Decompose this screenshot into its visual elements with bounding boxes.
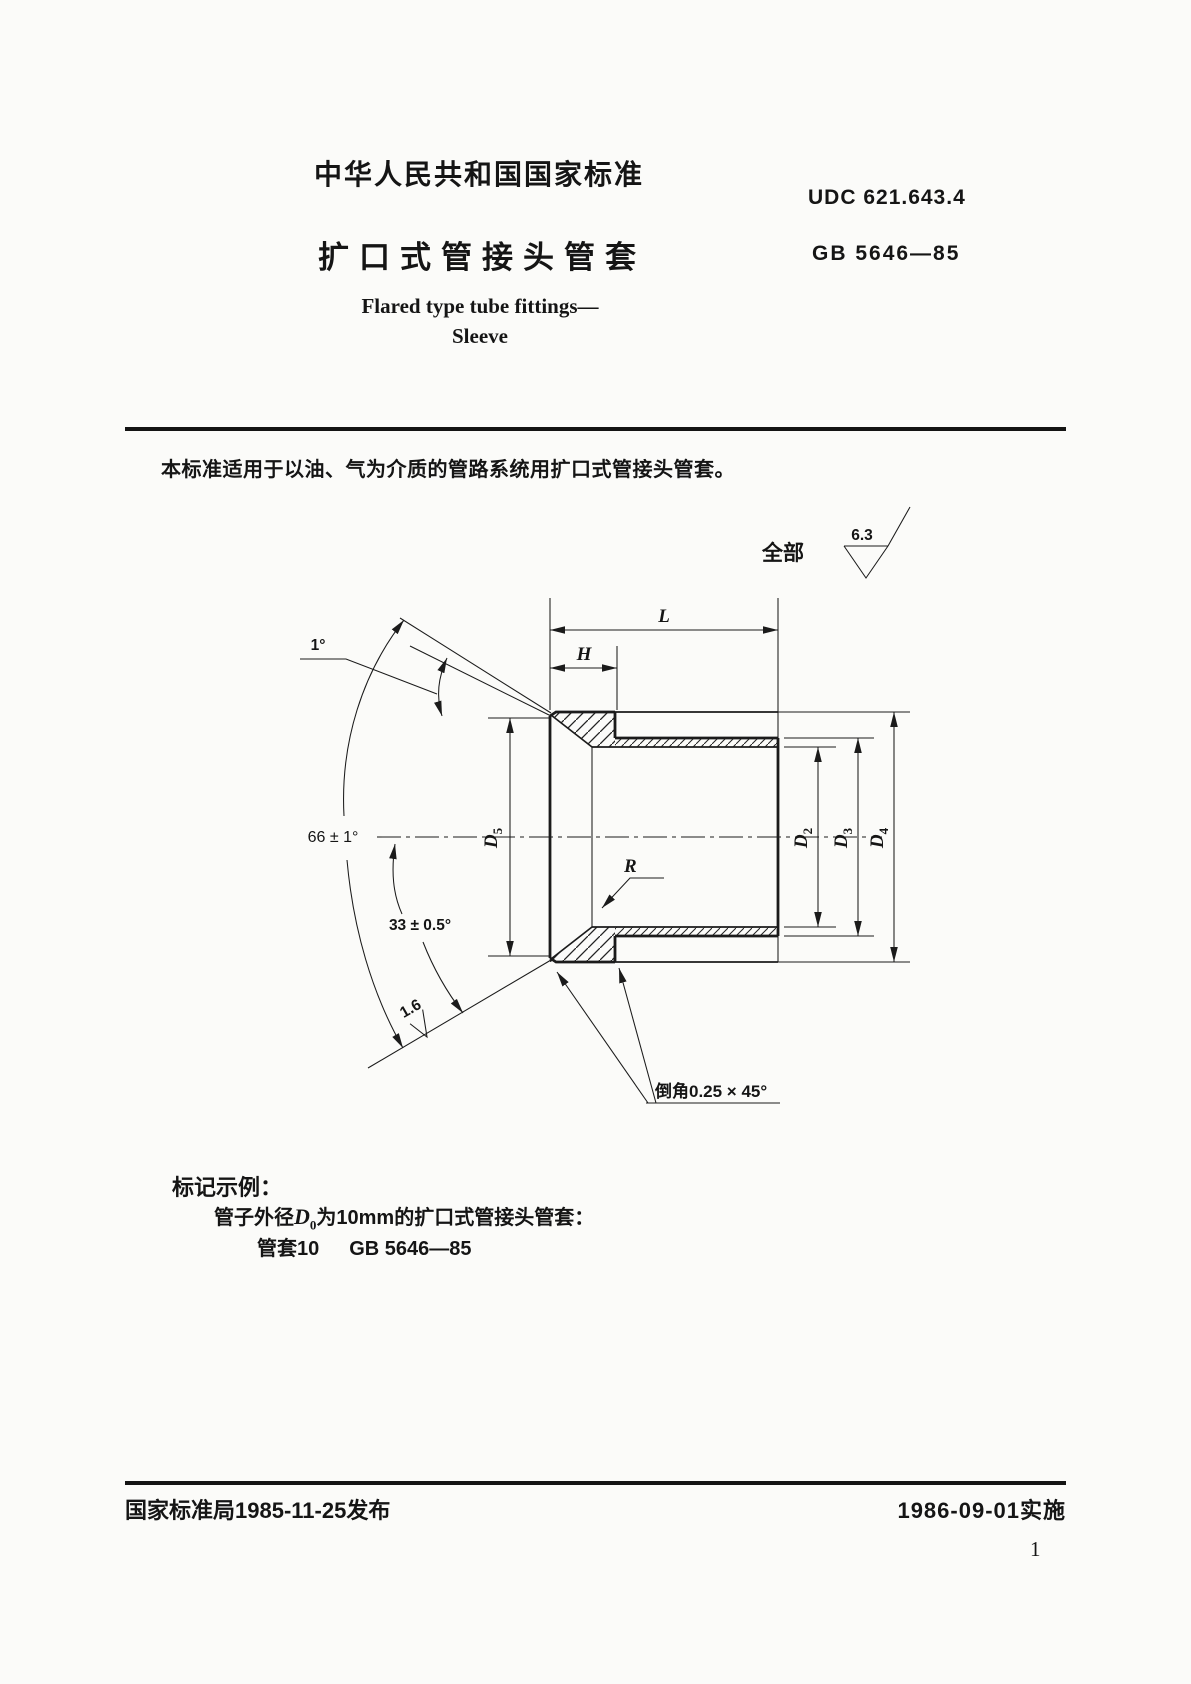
- dimension-D2: D2: [784, 746, 836, 928]
- radius-label: R: [623, 856, 637, 877]
- roughness-scope-label: 全部: [761, 541, 804, 565]
- dimension-D3: D3: [784, 737, 874, 937]
- sleeve-technical-drawing: L H D5 D2 D3 D4 1° 6: [300, 506, 911, 1104]
- dimension-label-H: H: [576, 644, 593, 665]
- marking-description-suffix: 为10mm的扩口式管接头管套：: [316, 1207, 595, 1229]
- page-title: 扩口式管接头管套: [318, 240, 646, 275]
- standard-number: GB 5646—85: [812, 242, 961, 265]
- designation-standard: GB 5646—85: [349, 1238, 472, 1260]
- seat-roughness-mark: 1.6: [397, 996, 428, 1039]
- marking-description-prefix: 管子外径: [214, 1207, 294, 1229]
- chamfer-note: 倒角0.25 × 45°: [556, 967, 780, 1104]
- dimension-label-D5: D5: [481, 827, 505, 849]
- dimension-H: H: [550, 644, 618, 710]
- roughness-value: 6.3: [851, 527, 873, 544]
- tube-outer-diameter-symbol: D0: [294, 1204, 317, 1233]
- dimension-D4: D4: [778, 711, 910, 963]
- cone-construction-lines: [367, 617, 552, 1069]
- dimension-label-L: L: [657, 606, 670, 627]
- dimension-half-angle-33: 33 ± 0.5°: [389, 843, 464, 1014]
- sleeve-cross-section: [548, 598, 780, 964]
- angle-tolerance-label: 1°: [311, 637, 326, 654]
- radius-leader: R: [601, 856, 664, 909]
- dimension-angle-1deg: 1°: [300, 637, 448, 717]
- national-standard-heading: 中华人民共和国国家标准: [314, 159, 645, 190]
- english-title: Flared type tube fittings— Sleeve: [320, 294, 640, 349]
- marking-example-description: 管子外径D0为10mm的扩口式管接头管套：: [214, 1201, 594, 1233]
- half-cone-angle-label: 33 ± 0.5°: [389, 917, 451, 934]
- marking-designation: 管套10 GB 5646—85: [257, 1232, 472, 1261]
- udc-number: UDC 621.643.4: [808, 186, 966, 209]
- issue-date: 国家标准局1985-11-25发布: [125, 1498, 391, 1523]
- english-title-line1: Flared type tube fittings—: [361, 294, 599, 318]
- designation-name: 管套10: [257, 1238, 320, 1260]
- dimension-L: L: [549, 598, 778, 710]
- marking-example-heading: 标记示例：: [172, 1175, 283, 1200]
- header-divider: [125, 427, 1066, 431]
- dimension-label-D3: D3: [831, 827, 855, 849]
- cone-angle-label: 66 ± 1°: [308, 829, 359, 846]
- dimension-label-D2: D2: [791, 828, 815, 849]
- english-title-line2: Sleeve: [452, 324, 508, 348]
- seat-roughness-label: 1.6: [397, 996, 424, 1022]
- dimension-label-D4: D4: [867, 827, 891, 849]
- dimension-cone-angle-66: 66 ± 1°: [308, 619, 405, 1049]
- dimension-D5: D5: [481, 717, 551, 957]
- section-hatching: [550, 712, 778, 962]
- page-number: 1: [1030, 1537, 1041, 1561]
- footer-divider: [125, 1481, 1066, 1485]
- surface-roughness-note: 全部 6.3: [761, 506, 911, 579]
- chamfer-label: 倒角0.25 × 45°: [654, 1081, 767, 1101]
- scope-statement: 本标准适用于以油、气为介质的管路系统用扩口式管接头管套。: [161, 459, 735, 481]
- implementation-date: 1986-09-01实施: [897, 1498, 1066, 1523]
